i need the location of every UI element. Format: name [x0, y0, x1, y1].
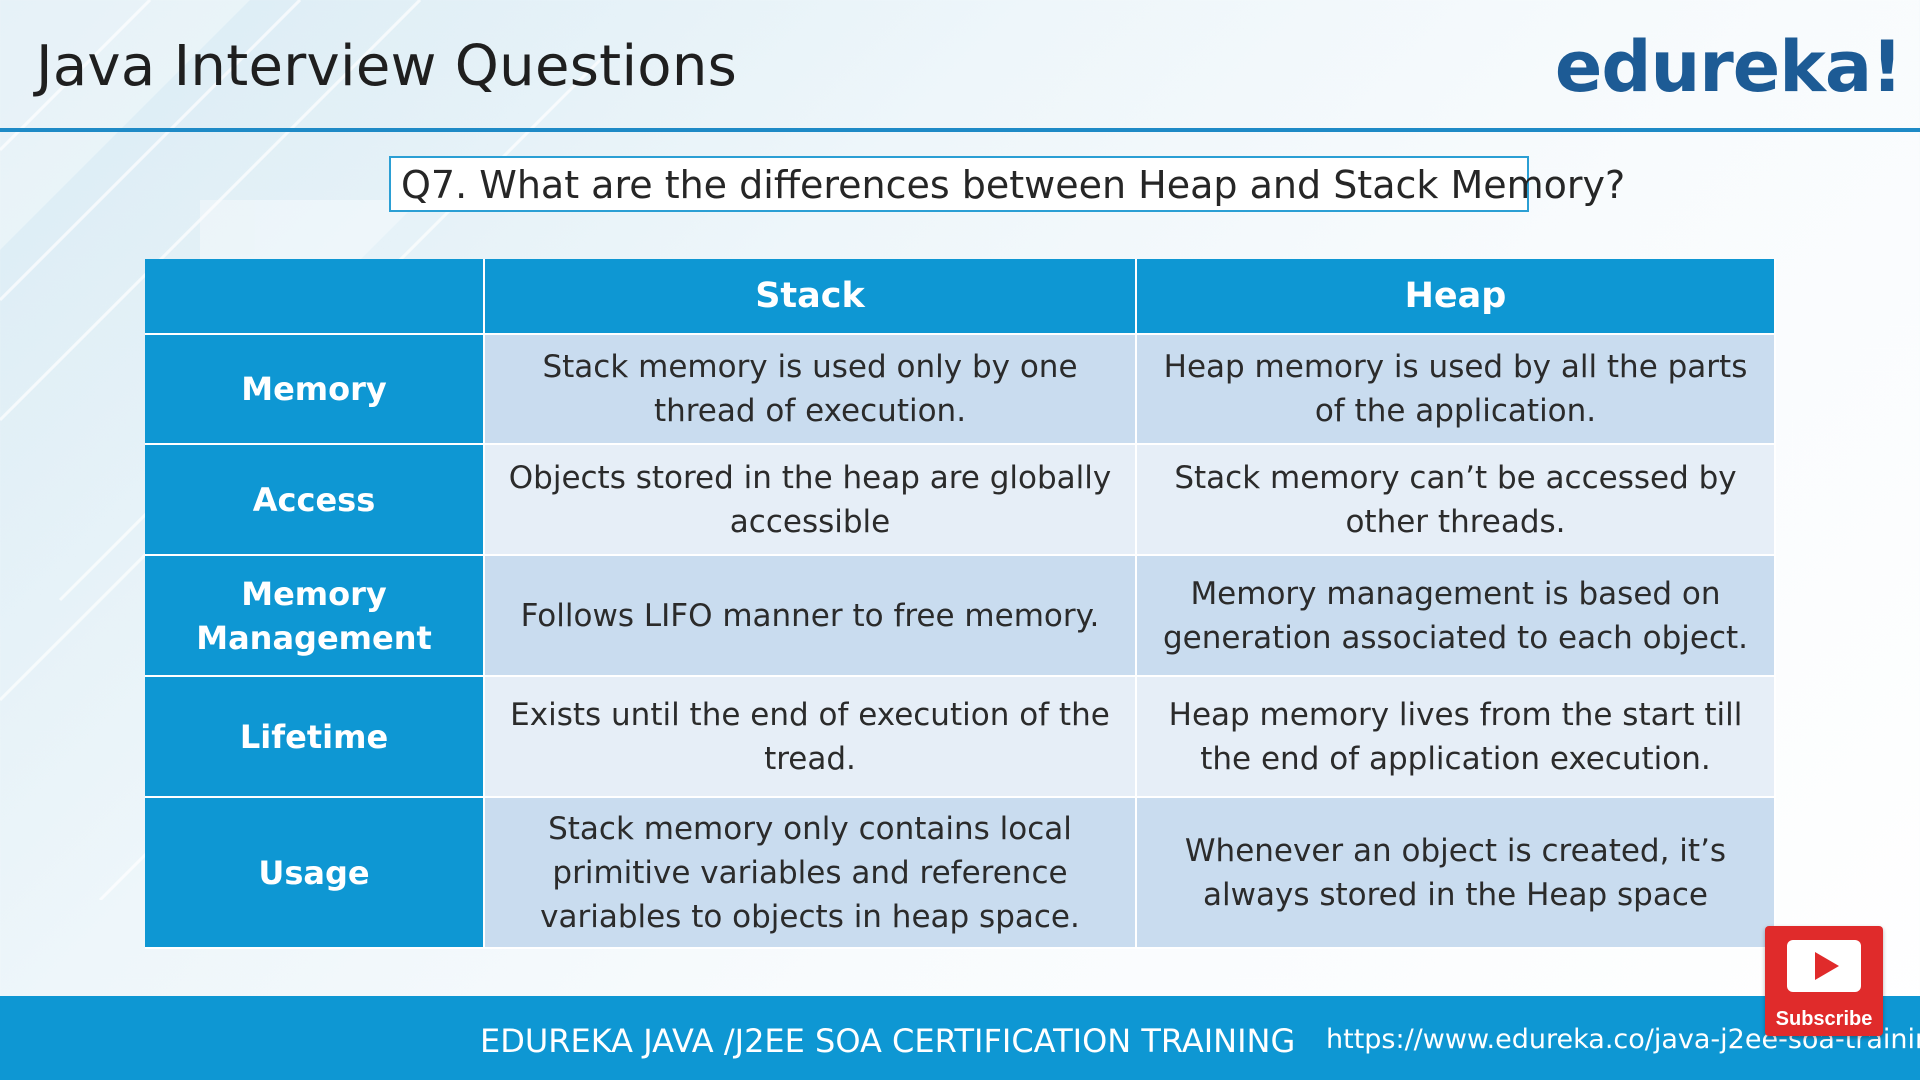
table-row: Usage Stack memory only contains local p…: [145, 797, 1776, 949]
table-row: Memory Management Follows LIFO manner to…: [145, 555, 1776, 677]
subscribe-button[interactable]: Subscribe: [1765, 926, 1883, 1036]
row-header: Memory: [145, 334, 485, 445]
comparison-table: Stack Heap Memory Stack memory is used o…: [145, 259, 1776, 949]
header: Java Interview Questions edureka!: [0, 0, 1920, 128]
stack-cell: Follows LIFO manner to free memory.: [484, 555, 1137, 677]
subscribe-label: Subscribe: [1775, 1008, 1873, 1030]
heap-cell: Stack memory can’t be accessed by other …: [1136, 444, 1776, 556]
heap-cell: Memory management is based on generation…: [1136, 555, 1776, 677]
header-divider: [0, 128, 1920, 132]
column-header-heap: Heap: [1136, 259, 1776, 335]
stack-cell: Stack memory only contains local primiti…: [484, 797, 1137, 949]
table-row: Access Objects stored in the heap are gl…: [145, 444, 1776, 556]
heap-cell: Whenever an object is created, it’s alwa…: [1136, 797, 1776, 949]
column-header-stack: Stack: [484, 259, 1137, 335]
column-header-blank: [145, 259, 485, 335]
question-box: Q7. What are the differences between Hea…: [389, 156, 1625, 212]
table-row: Lifetime Exists until the end of executi…: [145, 676, 1776, 798]
row-header: Lifetime: [145, 676, 485, 798]
heap-cell: Heap memory lives from the start till th…: [1136, 676, 1776, 798]
play-icon: [1787, 940, 1861, 992]
heap-cell: Heap memory is used by all the parts of …: [1136, 334, 1776, 445]
row-header: Usage: [145, 797, 485, 949]
edureka-logo: edureka!: [1554, 26, 1903, 108]
footer-bar: EDUREKA JAVA /J2EE SOA CERTIFICATION TRA…: [0, 996, 1920, 1080]
row-header: Memory Management: [145, 555, 485, 677]
stack-cell: Objects stored in the heap are globally …: [484, 444, 1137, 556]
stack-cell: Stack memory is used only by one thread …: [484, 334, 1137, 445]
table-row: Memory Stack memory is used only by one …: [145, 334, 1776, 445]
table-header-row: Stack Heap: [145, 259, 1776, 335]
page-title: Java Interview Questions: [36, 34, 738, 99]
row-header: Access: [145, 444, 485, 556]
footer-course-title: EDUREKA JAVA /J2EE SOA CERTIFICATION TRA…: [480, 1022, 1296, 1060]
stack-cell: Exists until the end of execution of the…: [484, 676, 1137, 798]
